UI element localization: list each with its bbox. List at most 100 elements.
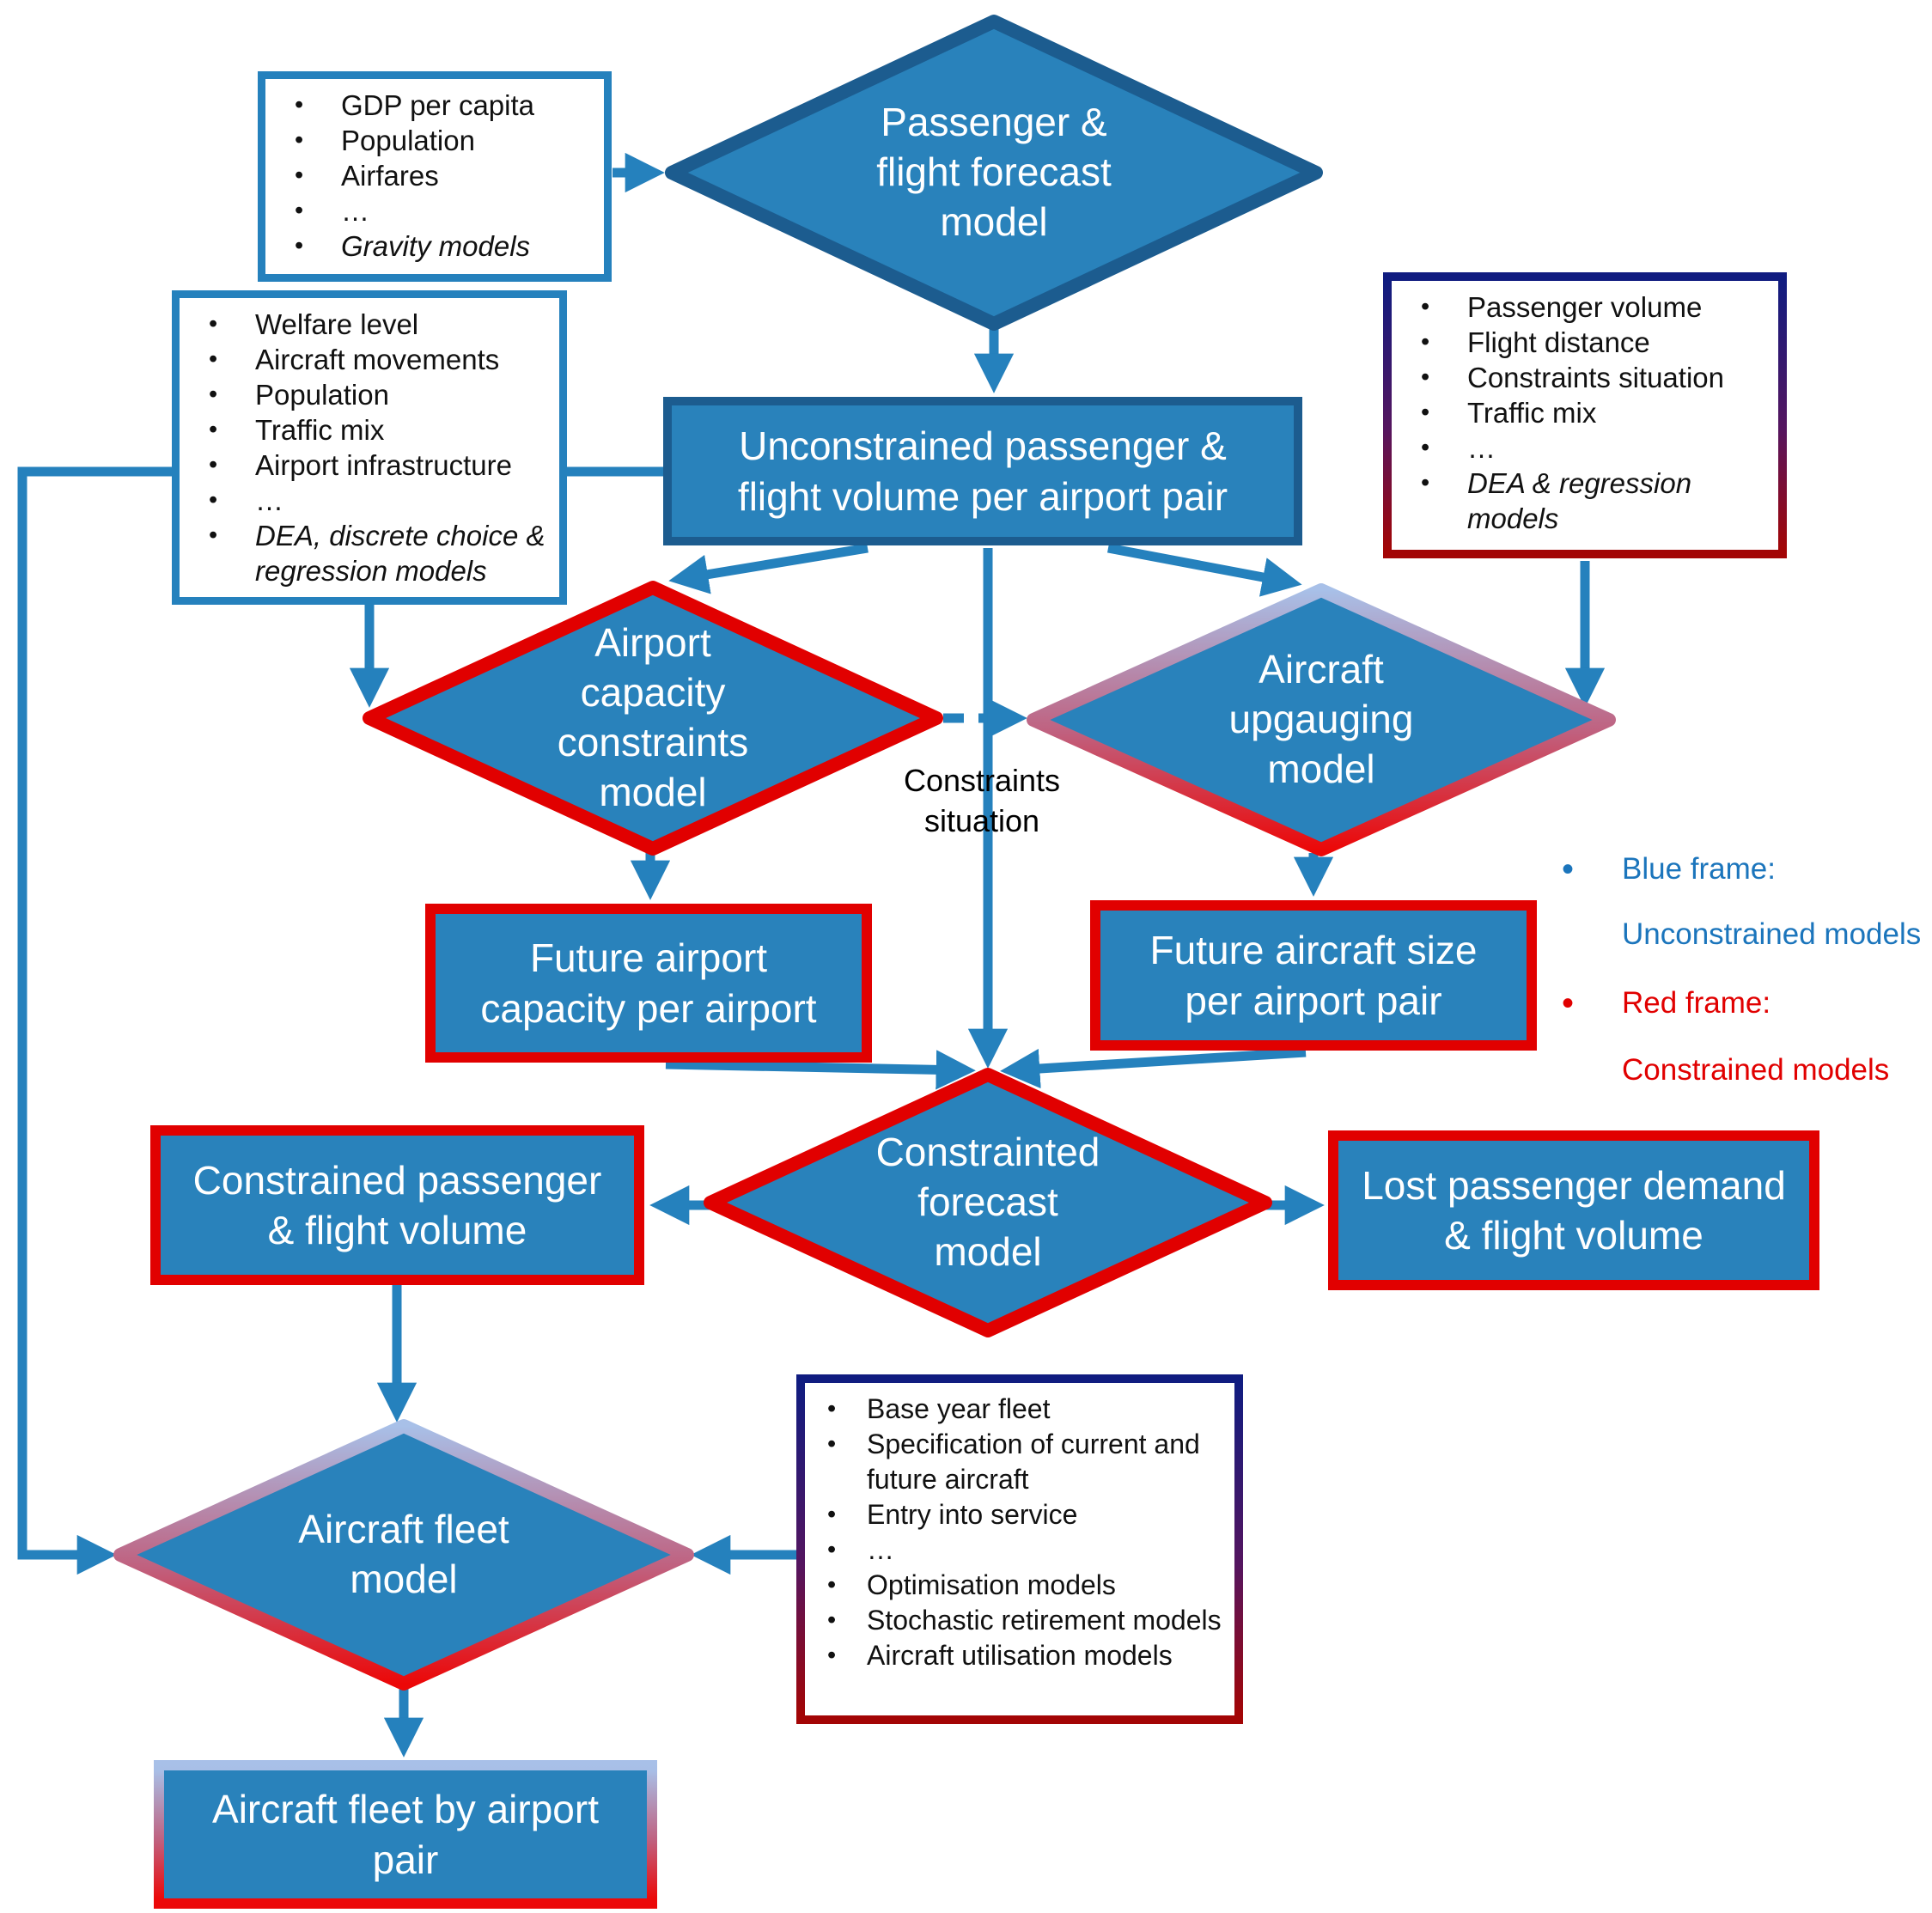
list-item-text: DEA & regression models [1467, 467, 1692, 534]
bullet-icon: • [1421, 469, 1430, 497]
list-item-text: Traffic mix [255, 414, 385, 446]
list-item: • Population [274, 123, 599, 158]
node-fleet-by-pair: Aircraft fleet by airport pair [154, 1760, 657, 1909]
node-future-airport-capacity: Future airport capacity per airport [425, 904, 872, 1063]
list-item: • Base year fleet [814, 1392, 1229, 1427]
legend-blue-desc: Unconstrained models [1622, 917, 1922, 951]
list-item-text: Stochastic retirement models [867, 1605, 1222, 1636]
node-lost-demand: Lost passenger demand & flight volume [1328, 1130, 1819, 1290]
input-box-passenger-volume: • Passenger volume • Flight distance • Cons… [1383, 272, 1787, 558]
list-item-text: Constraints situation [1467, 362, 1724, 393]
list-item-text: Population [255, 379, 389, 411]
node-constrained-forecast-shape [704, 1068, 1272, 1337]
list-item-text: Traffic mix [1467, 397, 1597, 429]
list-item: • Aircraft utilisation models [814, 1638, 1229, 1673]
edge-future-aircraft-size-to-constrained-forecast [1000, 1047, 1307, 1089]
input-box-welfare: • Welfare level • Aircraft movements • Popu… [172, 290, 567, 605]
node-constrained-forecast-label: Constrainted forecast model [875, 1130, 1100, 1274]
list-item: • DEA & regression models [1400, 466, 1773, 536]
list-item-text: Aircraft movements [255, 344, 500, 375]
legend-red-title: Red frame: [1622, 986, 1771, 1020]
bullet-icon: • [209, 310, 218, 338]
legend-red-desc: Constrained models [1622, 1053, 1890, 1087]
node-airport-capacity-label: Airport capacity constraints model [557, 620, 749, 814]
list-item-text: Passenger volume [1467, 291, 1703, 323]
node-future-aircraft-size: Future aircraft size per airport pair [1090, 900, 1537, 1051]
list-item: •… [188, 483, 554, 518]
list-item-text: GDP per capita [341, 89, 535, 121]
list-item: • Population [188, 377, 554, 412]
bullet-icon: • [209, 381, 218, 408]
list-item-text: Flight distance [1467, 326, 1650, 358]
bullet-icon: • [1421, 363, 1430, 391]
node-unconstrained: Unconstrained passenger & flight volume … [663, 397, 1302, 545]
list-item-text: Airport infrastructure [255, 449, 512, 481]
bullet-icon: • [1421, 293, 1430, 320]
edge-label-constraints-situation: Constraints situation [903, 763, 1061, 838]
list-item: • Welfare level [188, 307, 554, 342]
edge-welfare-to-fleet [17, 466, 172, 1575]
legend-red-bullet-icon: • [1562, 984, 1575, 1022]
list-item-text: Specification of current and future airc… [867, 1429, 1200, 1495]
bullet-icon: • [295, 161, 304, 189]
bullet-icon: • [827, 1571, 837, 1599]
list-item: • Airfares [274, 158, 599, 193]
legend-blue-title: Blue frame: [1622, 852, 1776, 886]
list-item: • Passenger volume [1400, 289, 1773, 325]
list-item-text: … [867, 1534, 894, 1565]
list-item-text: Aircraft utilisation models [867, 1640, 1173, 1671]
bullet-icon: • [209, 521, 218, 549]
list-item-text: Entry into service [867, 1499, 1078, 1530]
bullet-icon: • [209, 416, 218, 443]
list-item-text: Airfares [341, 160, 439, 192]
node-constrained-volume: Constrained passenger & flight volume [150, 1125, 644, 1285]
list-item-text: Gravity models [341, 230, 531, 262]
node-aircraft-upgauging-label: Aircraft upgauging model [1228, 647, 1414, 791]
legend-blue-bullet-icon: • [1562, 850, 1575, 888]
list-item: • Entry into service [814, 1497, 1229, 1532]
list-item-text: Optimisation models [867, 1569, 1116, 1600]
bullet-icon: • [827, 1606, 837, 1634]
list-item-text: Population [341, 125, 475, 156]
list-item-text: … [341, 195, 369, 227]
bullet-icon: • [295, 91, 304, 119]
list-item: •Airport infrastructure [188, 448, 554, 483]
list-item: • Constraints situation [1400, 360, 1773, 395]
list-item: •… [274, 193, 599, 228]
node-aircraft-fleet-label: Aircraft fleet model [298, 1507, 509, 1601]
bullet-icon: • [209, 345, 218, 373]
list-item: • Traffic mix [188, 412, 554, 448]
list-item: • DEA, discrete choice & regression model… [188, 518, 554, 588]
list-item: • Gravity models [274, 228, 599, 264]
bullet-icon: • [827, 1536, 837, 1563]
node-forecast-model-label: Passenger & flight forecast model [876, 100, 1112, 244]
list-item: •Traffic mix [1400, 395, 1773, 430]
list-item: • Aircraft movements [188, 342, 554, 377]
list-item-text: … [1467, 432, 1496, 464]
bullet-icon: • [295, 126, 304, 154]
list-item: • Stochastic retirement models [814, 1603, 1229, 1638]
bullet-icon: • [827, 1642, 837, 1669]
input-box-gravity: •GDP per capita •Population •Airfares •…… [258, 71, 612, 282]
bullet-icon: • [827, 1430, 837, 1458]
list-item-text: DEA, discrete choice & regression models [255, 520, 545, 587]
list-item-text: Base year fleet [867, 1393, 1051, 1424]
list-item: •… [814, 1532, 1229, 1568]
bullet-icon: • [1421, 434, 1430, 461]
bullet-icon: • [827, 1395, 837, 1423]
bullet-icon: • [295, 197, 304, 224]
list-item-text: … [255, 484, 283, 516]
bullet-icon: • [295, 232, 304, 259]
input-box-fleet-inputs: • Base year fleet • Specification of curre… [796, 1374, 1243, 1724]
list-item: • Optimisation models [814, 1568, 1229, 1603]
bullet-icon: • [209, 486, 218, 514]
edge-unconstrained-to-upgauging [1106, 543, 1302, 597]
bullet-icon: • [827, 1501, 837, 1528]
node-aircraft-fleet-shape [113, 1419, 694, 1691]
list-item: • GDP per capita [274, 88, 599, 123]
node-forecast-model-shape [665, 15, 1323, 331]
list-item-text: Welfare level [255, 308, 419, 340]
node-aircraft-upgauging-shape [1027, 583, 1616, 856]
